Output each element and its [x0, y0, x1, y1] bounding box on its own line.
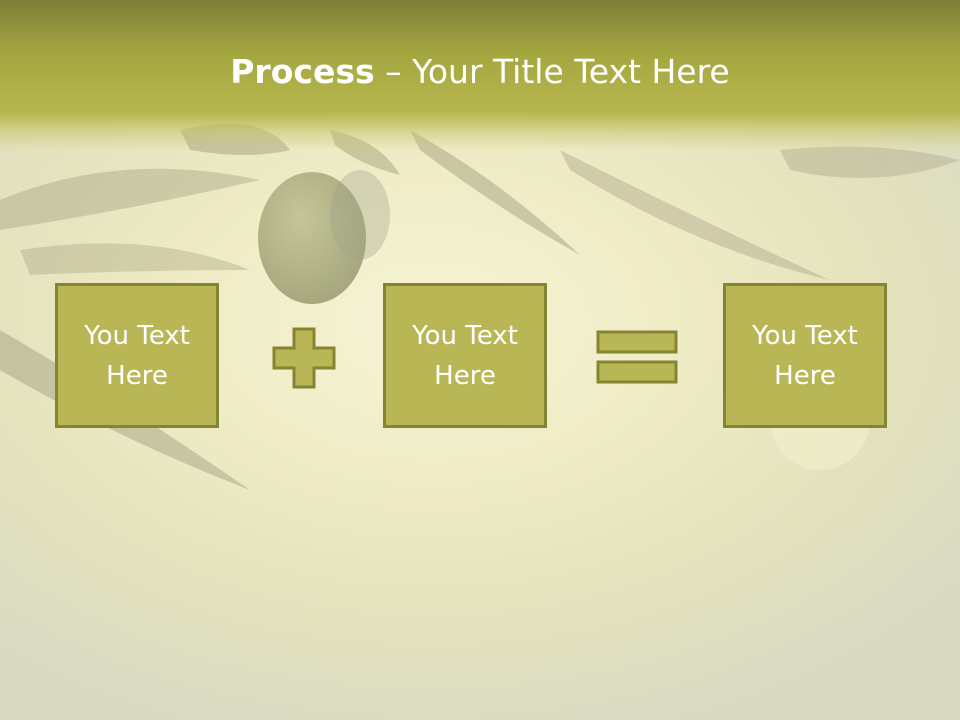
title-bold: Process	[230, 52, 375, 91]
text-box-1[interactable]: You Text Here	[55, 283, 219, 428]
equals-icon	[596, 330, 678, 384]
text-box-2-label: You Text Here	[412, 320, 518, 391]
text-box-1-label: You Text Here	[84, 320, 190, 391]
text-box-2[interactable]: You Text Here	[383, 283, 547, 428]
text-box-3[interactable]: You Text Here	[723, 283, 887, 428]
plus-icon	[272, 327, 336, 389]
title-rest: – Your Title Text Here	[374, 52, 730, 91]
slide-title: Process – Your Title Text Here	[0, 52, 960, 91]
title-bar	[0, 0, 960, 150]
text-box-3-label: You Text Here	[752, 320, 858, 391]
